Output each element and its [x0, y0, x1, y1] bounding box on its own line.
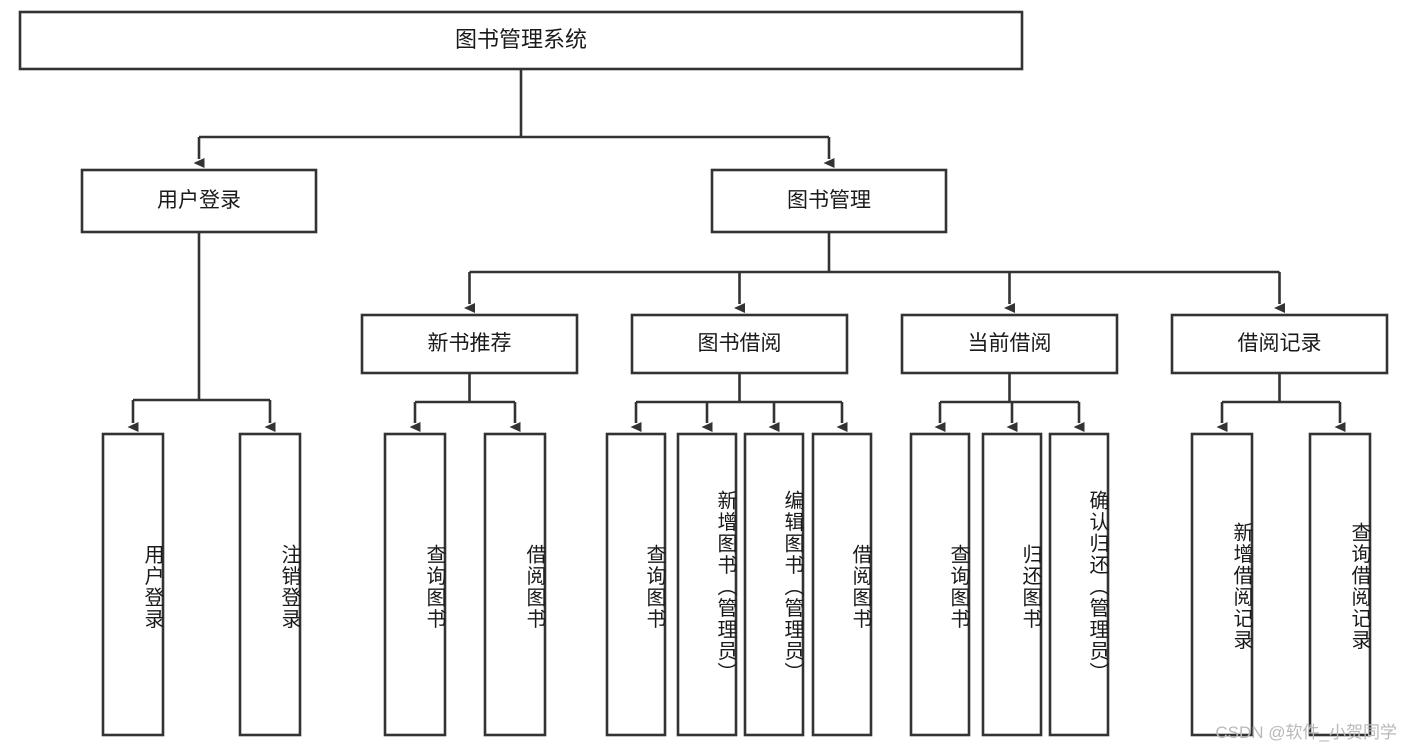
node-box-user-login[interactable]: [80, 168, 318, 234]
node-box-new-book-rec[interactable]: [360, 313, 579, 375]
node-box-leaf-confirm-return[interactable]: [1048, 432, 1110, 737]
node-box-leaf-add-record[interactable]: [1190, 432, 1254, 737]
node-box-leaf-borrow-book-rec[interactable]: [483, 432, 547, 737]
node-box-leaf-query-book-borrow[interactable]: [605, 432, 667, 737]
node-box-leaf-user-login[interactable]: [101, 432, 165, 737]
node-box-book-borrow[interactable]: [630, 313, 849, 375]
csdn-watermark: CSDN @软件_小贺同学: [1215, 723, 1397, 742]
node-box-leaf-logout[interactable]: [238, 432, 302, 737]
connectors-layer: [127, 69, 1346, 432]
node-box-leaf-add-book[interactable]: [676, 432, 738, 737]
node-box-leaf-borrow-book[interactable]: [811, 432, 873, 737]
node-box-leaf-query-book-rec[interactable]: [383, 432, 447, 737]
node-box-root[interactable]: [18, 10, 1024, 71]
node-box-leaf-return-book[interactable]: [981, 432, 1043, 737]
node-box-borrow-record[interactable]: [1170, 313, 1389, 375]
node-box-current-borrow[interactable]: [900, 313, 1119, 375]
node-box-leaf-query-record[interactable]: [1308, 432, 1372, 737]
node-box-leaf-query-book-cur[interactable]: [909, 432, 971, 737]
node-rectangles-layer: [18, 10, 1389, 737]
node-box-book-manage[interactable]: [710, 168, 948, 234]
node-box-leaf-edit-book[interactable]: [743, 432, 805, 737]
